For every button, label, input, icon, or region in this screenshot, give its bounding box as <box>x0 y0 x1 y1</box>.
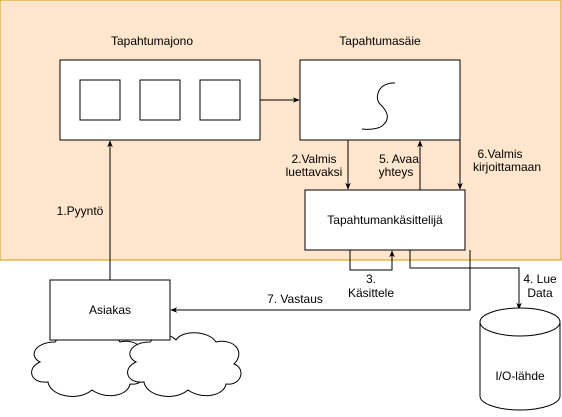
ready-write-label-2: kirjoittamaan <box>473 160 541 174</box>
response-arrow <box>170 250 471 313</box>
event-handler-box <box>304 189 466 251</box>
queue-title: Tapahtumajono <box>111 34 193 48</box>
event-handler-label: Tapahtumankäsittelijä <box>327 213 443 227</box>
client-box <box>49 279 171 341</box>
process-loop-arrow <box>349 250 395 271</box>
io-source-cylinder <box>479 322 561 411</box>
read-data-arrow <box>409 250 522 310</box>
ready-read-label-2: luettavaksi <box>286 165 343 179</box>
process-label-1: 3. <box>366 272 376 286</box>
queue-slot-3 <box>199 79 241 121</box>
client-cloud-right <box>127 332 242 397</box>
client-label: Asiakas <box>89 303 131 317</box>
thread-curve-icon <box>361 82 396 130</box>
thread-title: Tapahtumasäie <box>339 34 421 48</box>
open-connection-label-2: yhteys <box>379 165 414 179</box>
open-connection-label-1: 5. Avaa <box>379 152 419 166</box>
response-label: 7. Vastaus <box>267 292 323 306</box>
process-label-2: Käsittele <box>348 286 394 300</box>
event-thread-box <box>299 59 461 141</box>
queue-slot-1 <box>79 79 121 121</box>
queue-slot-2 <box>139 79 181 121</box>
read-data-label-1: 4. Lue <box>523 272 557 286</box>
io-source-label: I/O-lähde <box>495 369 545 383</box>
client-cloud-left <box>31 332 146 397</box>
ready-read-label-1: 2.Valmis <box>291 152 336 166</box>
io-source-top <box>479 307 561 337</box>
ready-write-label-1: 6.Valmis <box>477 147 522 161</box>
read-data-label-2: Data <box>527 286 553 300</box>
request-label: 1.Pyyntö <box>57 204 104 218</box>
